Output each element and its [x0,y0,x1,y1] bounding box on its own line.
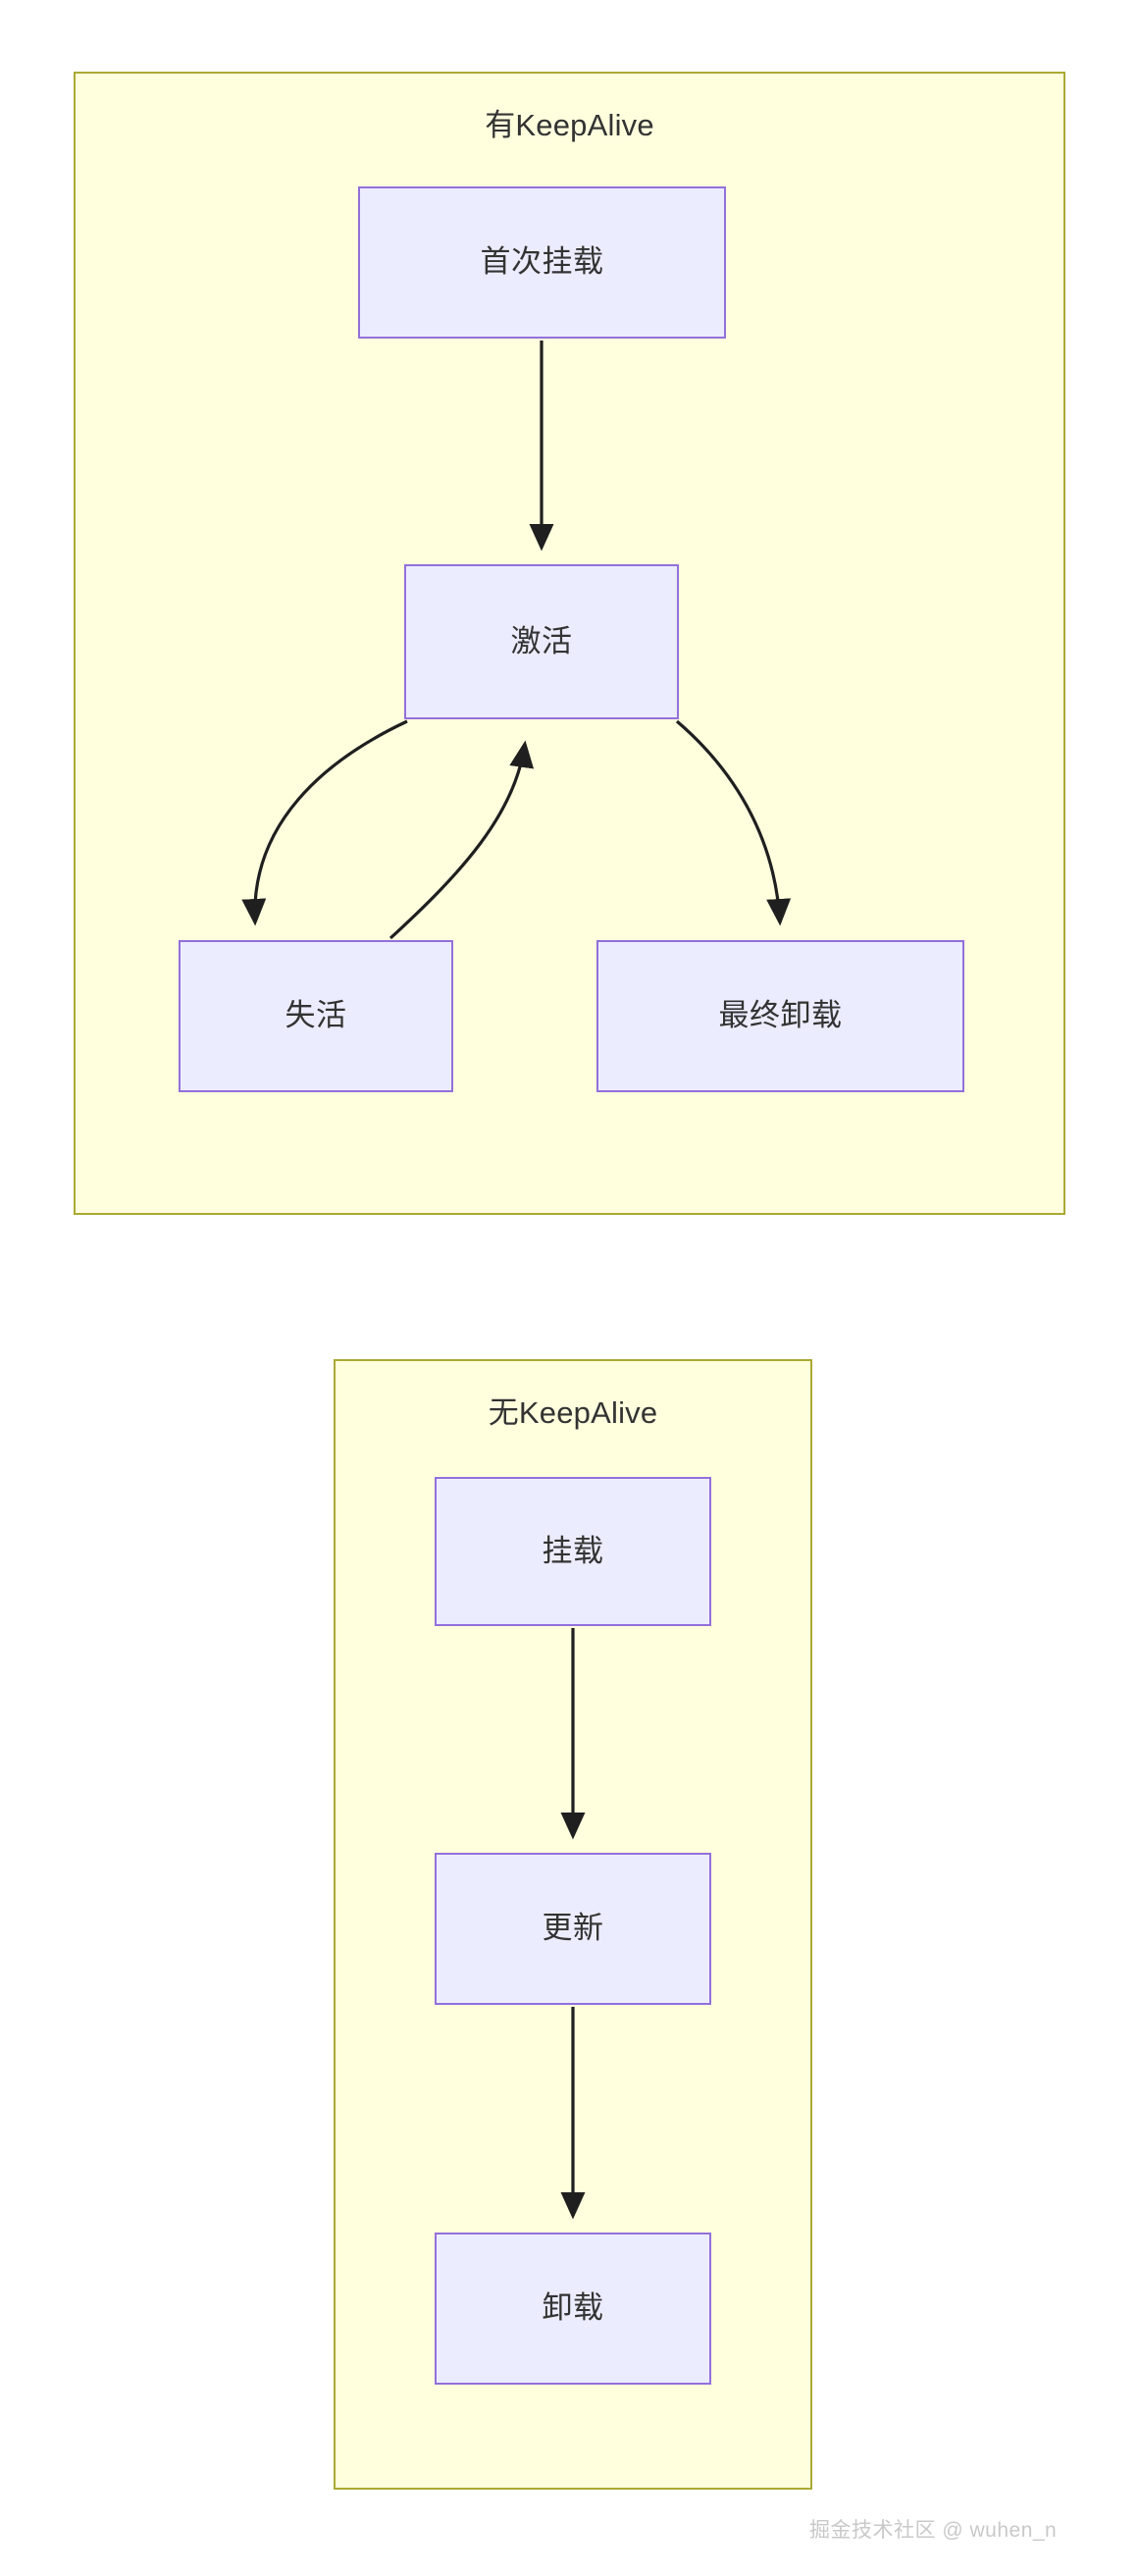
node-unmount[interactable]: 卸载 [435,2233,711,2385]
node-update[interactable]: 更新 [435,1853,711,2005]
node-label-mount: 挂载 [542,1533,604,1568]
node-label-deactivated: 失活 [285,998,347,1032]
subgraph-title-with-keepalive: 有KeepAlive [485,108,654,142]
node-label-update: 更新 [542,1911,604,1945]
node-label-unmount: 卸载 [542,2290,604,2325]
node-mount[interactable]: 挂载 [435,1477,711,1626]
subgraph-title-without-keepalive: 无KeepAlive [488,1395,658,1430]
node-final-unmount[interactable]: 最终卸载 [596,940,964,1092]
node-activated[interactable]: 激活 [404,564,679,719]
node-label-first-mount: 首次挂载 [480,244,604,279]
node-label-final-unmount: 最终卸载 [718,998,843,1032]
node-label-activated: 激活 [510,623,573,658]
node-deactivated[interactable]: 失活 [179,940,453,1092]
node-first-mount[interactable]: 首次挂载 [358,186,726,339]
watermark: 掘金技术社区 @ wuhen_n [809,2519,1058,2542]
